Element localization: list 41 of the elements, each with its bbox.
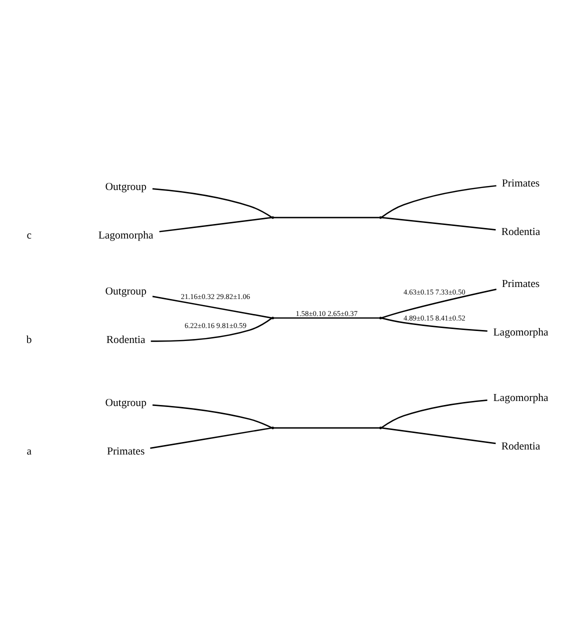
node-text: Primates [502,277,540,290]
node-point [271,216,274,218]
node-text: Lagomorpha [493,391,548,404]
connector [274,216,380,218]
label: c [26,228,32,241]
node-point [379,316,382,319]
connector [382,216,496,230]
connector [150,317,272,342]
edge-label: 4.63±0.15 7.33±0.50 [404,286,466,296]
node-text: Outgroup [105,180,146,192]
node-point [271,316,274,319]
node-text: Outgroup [105,284,146,297]
connector [159,216,272,232]
node-text: Primates [106,445,145,458]
edge-label: 4.89±0.15 8.41±0.52 [404,313,466,322]
node-point [271,426,274,429]
connector [381,288,496,318]
connector [274,426,380,428]
connector [152,188,272,218]
connector [152,404,272,428]
edge-label: 6.22±0.16 9.81±0.59 [184,320,246,330]
connector [381,316,488,332]
label: a [26,445,32,458]
node-text: Rodentia [501,440,540,452]
connector [382,426,496,444]
node-text: Rodentia [106,333,146,346]
node-text: Lagomorpha [98,228,154,241]
edge-label: 21.16±0.32 29.82±1.06 [180,291,250,300]
connector [381,184,496,218]
node-point [379,216,382,218]
edge-label: 1.58±0.10 2.65±0.37 [296,308,358,318]
node-text: Primates [502,176,540,189]
connector [152,295,272,318]
label: b [26,333,32,346]
node-text: Lagomorpha [493,326,548,338]
connector [274,316,380,318]
node-text: Rodentia [501,225,540,238]
node-point [379,426,382,429]
connector [381,398,488,428]
node-text: Outgroup [105,396,146,409]
connector [150,426,272,448]
